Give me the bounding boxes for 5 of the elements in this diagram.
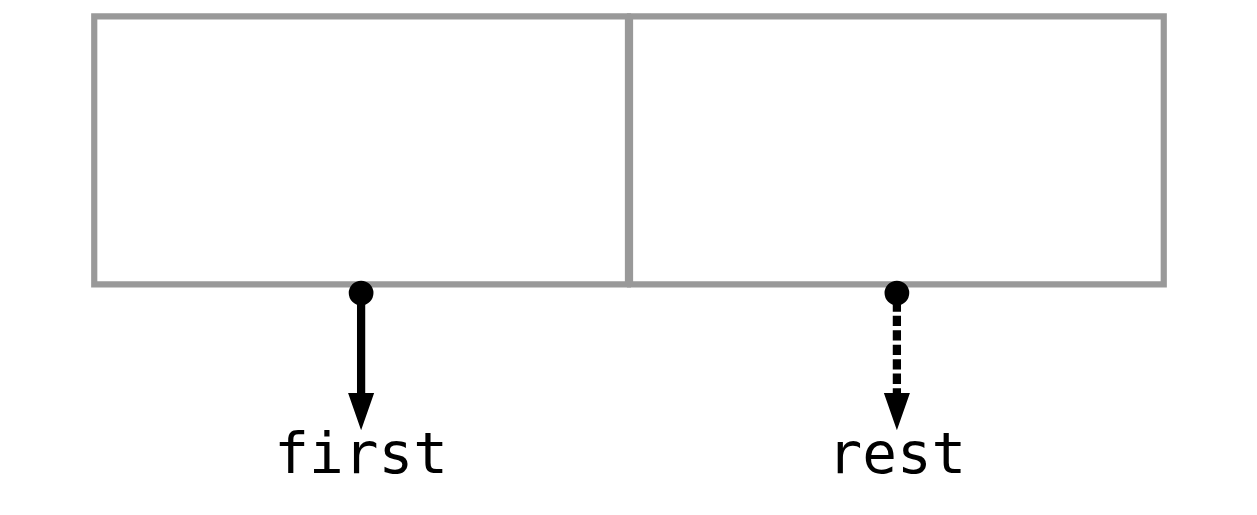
node-text: rest bbox=[826, 418, 966, 487]
node-text: first bbox=[273, 418, 448, 487]
node-box bbox=[626, 13, 1167, 288]
arrow bbox=[883, 280, 910, 431]
arrow bbox=[347, 280, 374, 431]
